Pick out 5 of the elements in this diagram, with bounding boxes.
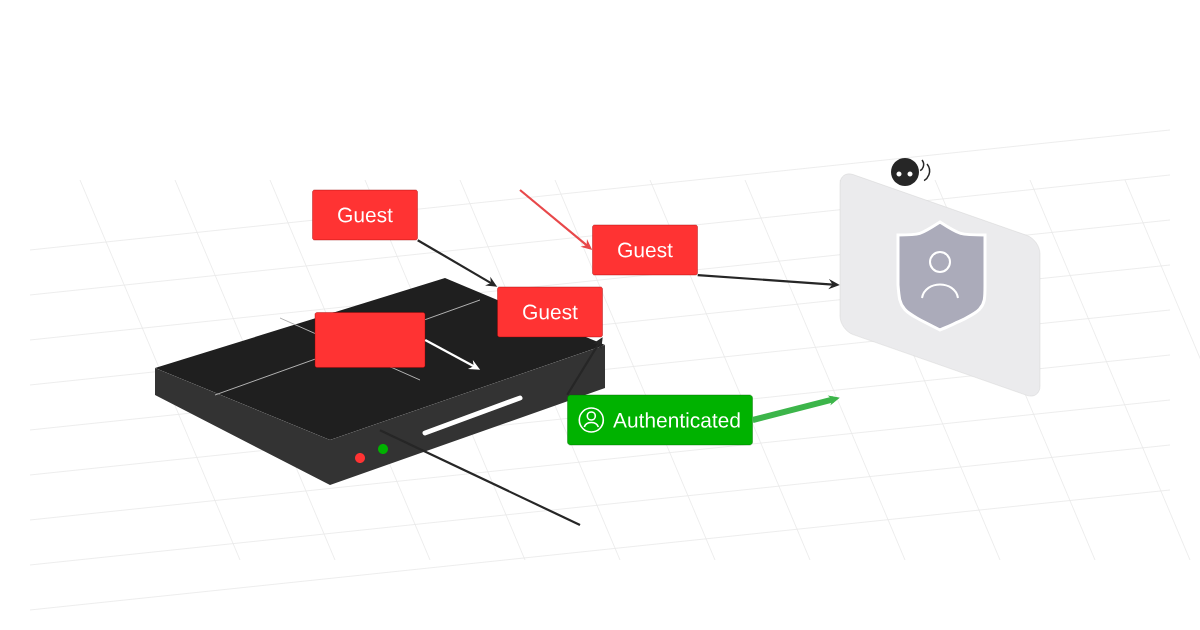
guest-card: Guest xyxy=(312,189,418,241)
status-badge: Authenticated xyxy=(567,394,753,446)
guest-card: Guest xyxy=(592,224,698,276)
guest-card: Guest xyxy=(497,286,603,338)
shield-panel-drawing xyxy=(839,173,1041,397)
